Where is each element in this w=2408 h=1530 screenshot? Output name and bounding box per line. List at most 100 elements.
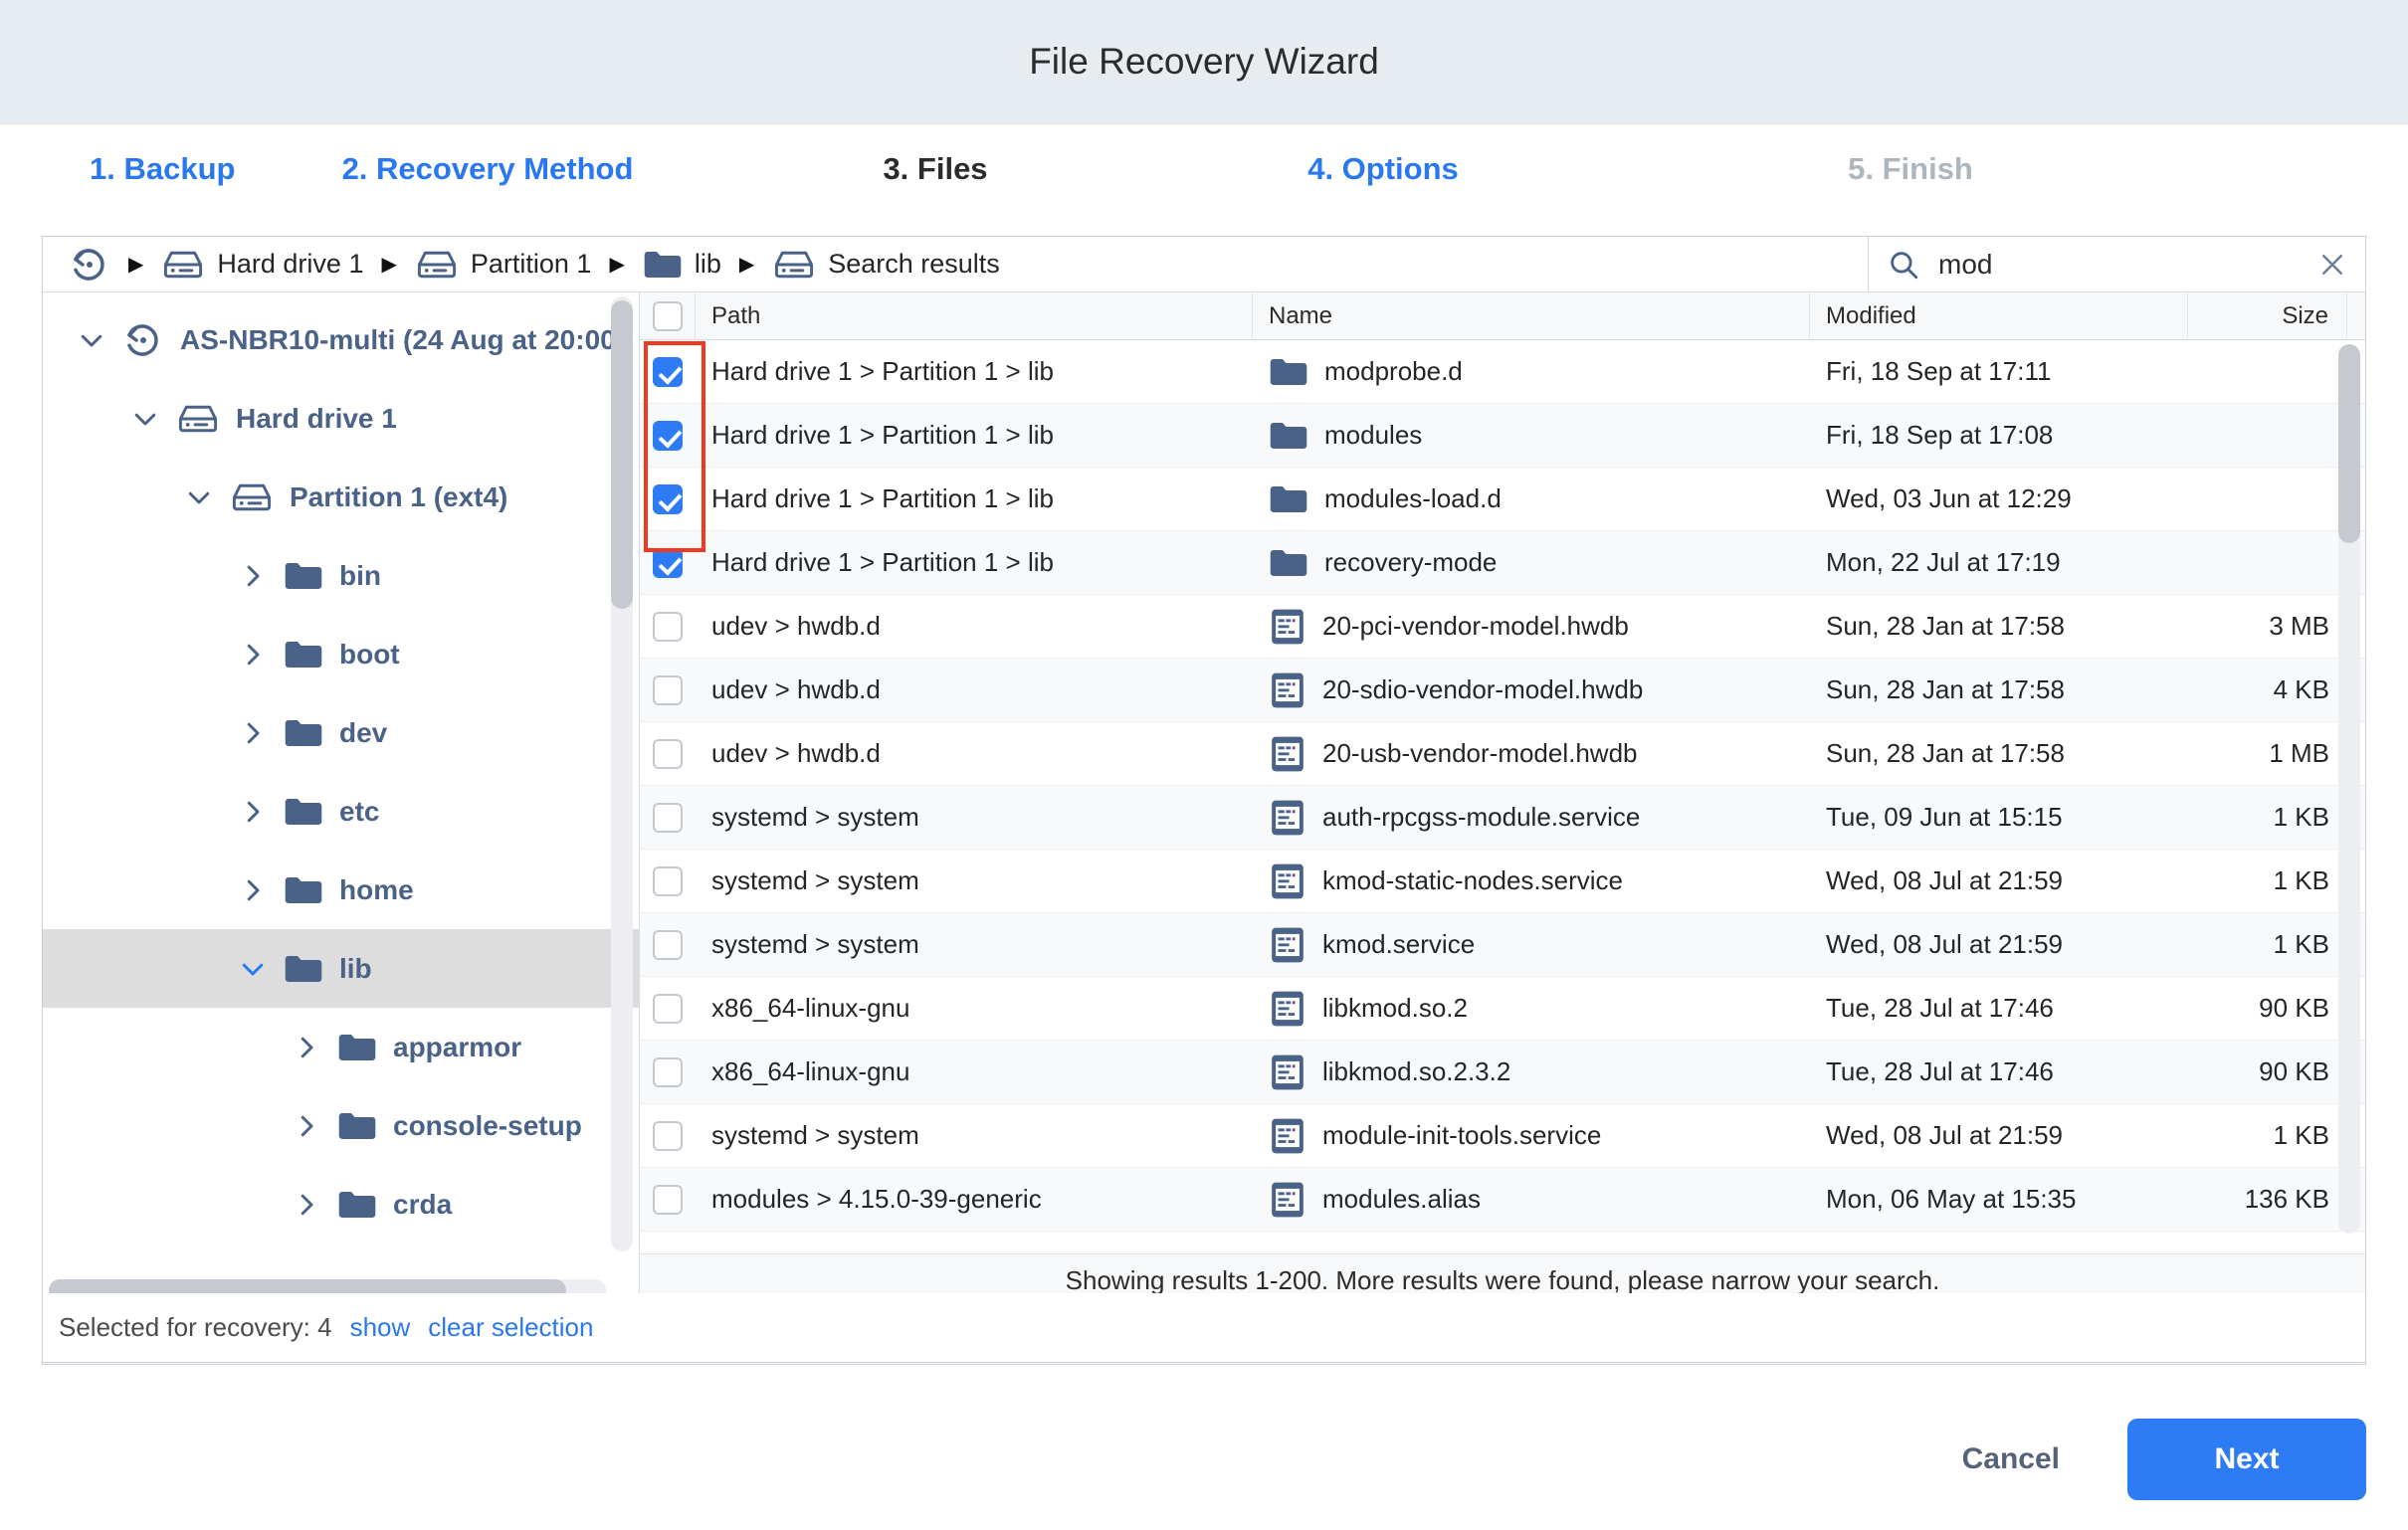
row-checkbox-cell[interactable] — [640, 1232, 696, 1237]
breadcrumb-item-search-results[interactable]: Search results — [762, 248, 1010, 282]
row-checkbox-cell[interactable] — [640, 1104, 696, 1168]
table-row[interactable]: modules > 4.15.0-55-genericmodules.alias… — [640, 1232, 2365, 1236]
chevron-down-icon[interactable] — [130, 404, 160, 434]
row-checkbox-cell[interactable] — [640, 531, 696, 595]
row-checkbox-cell[interactable] — [640, 595, 696, 659]
row-checkbox-cell[interactable] — [640, 977, 696, 1041]
row-checkbox-cell[interactable] — [640, 659, 696, 722]
tree-item-as-nbr10-multi-24-aug-at-20-00[interactable]: AS-NBR10-multi (24 Aug at 20:00) — [43, 300, 639, 379]
cell-path: udev > hwdb.d — [711, 674, 881, 704]
row-checkbox-cell[interactable] — [640, 404, 696, 468]
tree-item-bin[interactable]: bin — [43, 536, 639, 615]
tree-item-home[interactable]: home — [43, 851, 639, 929]
clear-selection-link[interactable]: clear selection — [428, 1312, 594, 1342]
chevron-right-icon[interactable] — [238, 561, 268, 591]
wizard-step-options[interactable]: 4. Options — [1307, 151, 1459, 186]
breadcrumb-item-restore-point[interactable] — [59, 244, 120, 286]
row-checkbox[interactable] — [653, 802, 683, 833]
breadcrumb-item-lib[interactable]: lib — [633, 249, 731, 281]
row-checkbox[interactable] — [653, 865, 683, 896]
chevron-right-icon[interactable] — [292, 1111, 321, 1141]
row-checkbox[interactable] — [653, 1056, 683, 1087]
next-button[interactable]: Next — [2127, 1418, 2366, 1500]
breadcrumb-item-partition-1[interactable]: Partition 1 — [405, 248, 602, 282]
select-all-checkbox-cell[interactable] — [640, 292, 696, 340]
row-checkbox-cell[interactable] — [640, 468, 696, 531]
wizard-step-recovery-method[interactable]: 2. Recovery Method — [341, 151, 634, 186]
tree-item-apparmor[interactable]: apparmor — [43, 1008, 639, 1086]
row-checkbox[interactable] — [653, 420, 683, 451]
column-header-size[interactable]: Size — [2188, 292, 2347, 340]
row-checkbox-cell[interactable] — [640, 913, 696, 977]
results-vertical-scrollbar-thumb[interactable] — [2338, 344, 2360, 543]
wizard-step-backup[interactable]: 1. Backup — [90, 151, 236, 186]
chevron-right-icon[interactable] — [292, 1190, 321, 1220]
row-checkbox[interactable] — [653, 738, 683, 769]
tree-item-lib[interactable]: lib — [43, 929, 639, 1008]
chevron-right-icon[interactable] — [292, 1033, 321, 1062]
row-checkbox-cell[interactable] — [640, 722, 696, 786]
row-checkbox[interactable] — [653, 993, 683, 1024]
close-icon[interactable] — [2317, 250, 2347, 280]
cancel-button[interactable]: Cancel — [1942, 1429, 2080, 1490]
show-selection-link[interactable]: show — [349, 1312, 411, 1342]
row-checkbox-cell[interactable] — [640, 850, 696, 913]
row-checkbox[interactable] — [653, 929, 683, 960]
chevron-down-icon[interactable] — [238, 954, 268, 984]
row-checkbox-cell[interactable] — [640, 1041, 696, 1104]
tree-item-label: apparmor — [393, 1031, 522, 1062]
tree-item-console-setup[interactable]: console-setup — [43, 1086, 639, 1165]
row-checkbox-cell[interactable] — [640, 1168, 696, 1232]
results-vertical-scrollbar[interactable] — [2338, 344, 2360, 1234]
chevron-right-icon[interactable] — [238, 875, 268, 905]
tree-vertical-scrollbar-thumb[interactable] — [611, 300, 633, 609]
row-checkbox[interactable] — [653, 1184, 683, 1215]
tree-item-etc[interactable]: etc — [43, 772, 639, 851]
tree-item-partition-1-ext4[interactable]: Partition 1 (ext4) — [43, 458, 639, 536]
tree-item-crda[interactable]: crda — [43, 1165, 639, 1243]
column-header-path[interactable]: Path — [696, 292, 1253, 340]
tree-item-dev[interactable]: dev — [43, 693, 639, 772]
tree-item-hard-drive-1[interactable]: Hard drive 1 — [43, 379, 639, 458]
row-checkbox[interactable] — [653, 547, 683, 578]
row-checkbox[interactable] — [653, 674, 683, 705]
chevron-down-icon[interactable] — [184, 482, 214, 512]
row-checkbox[interactable] — [653, 1120, 683, 1151]
row-checkbox[interactable] — [653, 356, 683, 387]
cell-name-label: 20-usb-vendor-model.hwdb — [1322, 738, 1638, 768]
row-checkbox-cell[interactable] — [640, 340, 696, 404]
row-checkbox[interactable] — [653, 483, 683, 514]
chevron-right-icon[interactable] — [238, 797, 268, 827]
search-input[interactable]: mod — [1938, 248, 1993, 280]
cell-name-label: modules — [1324, 420, 1423, 450]
chevron-right-icon[interactable] — [238, 640, 268, 669]
tree-item-boot[interactable]: boot — [43, 615, 639, 693]
row-checkbox-cell[interactable] — [640, 786, 696, 850]
breadcrumb-item-hard-drive-1[interactable]: Hard drive 1 — [151, 248, 373, 282]
column-header-modified[interactable]: Modified — [1810, 292, 2188, 340]
cell-name: 20-sdio-vendor-model.hwdb — [1253, 659, 1810, 722]
column-header-name[interactable]: Name — [1253, 292, 1810, 340]
select-all-checkbox[interactable] — [652, 300, 683, 331]
row-checkbox[interactable] — [653, 611, 683, 642]
wizard-step-files[interactable]: 3. Files — [883, 151, 988, 186]
search-box[interactable]: mod — [1868, 237, 2365, 291]
chevron-down-icon[interactable] — [77, 325, 106, 355]
cell-size: 4 KB — [2273, 674, 2329, 704]
chevron-right-icon[interactable] — [238, 718, 268, 748]
tree-vertical-scrollbar[interactable] — [611, 296, 633, 1251]
